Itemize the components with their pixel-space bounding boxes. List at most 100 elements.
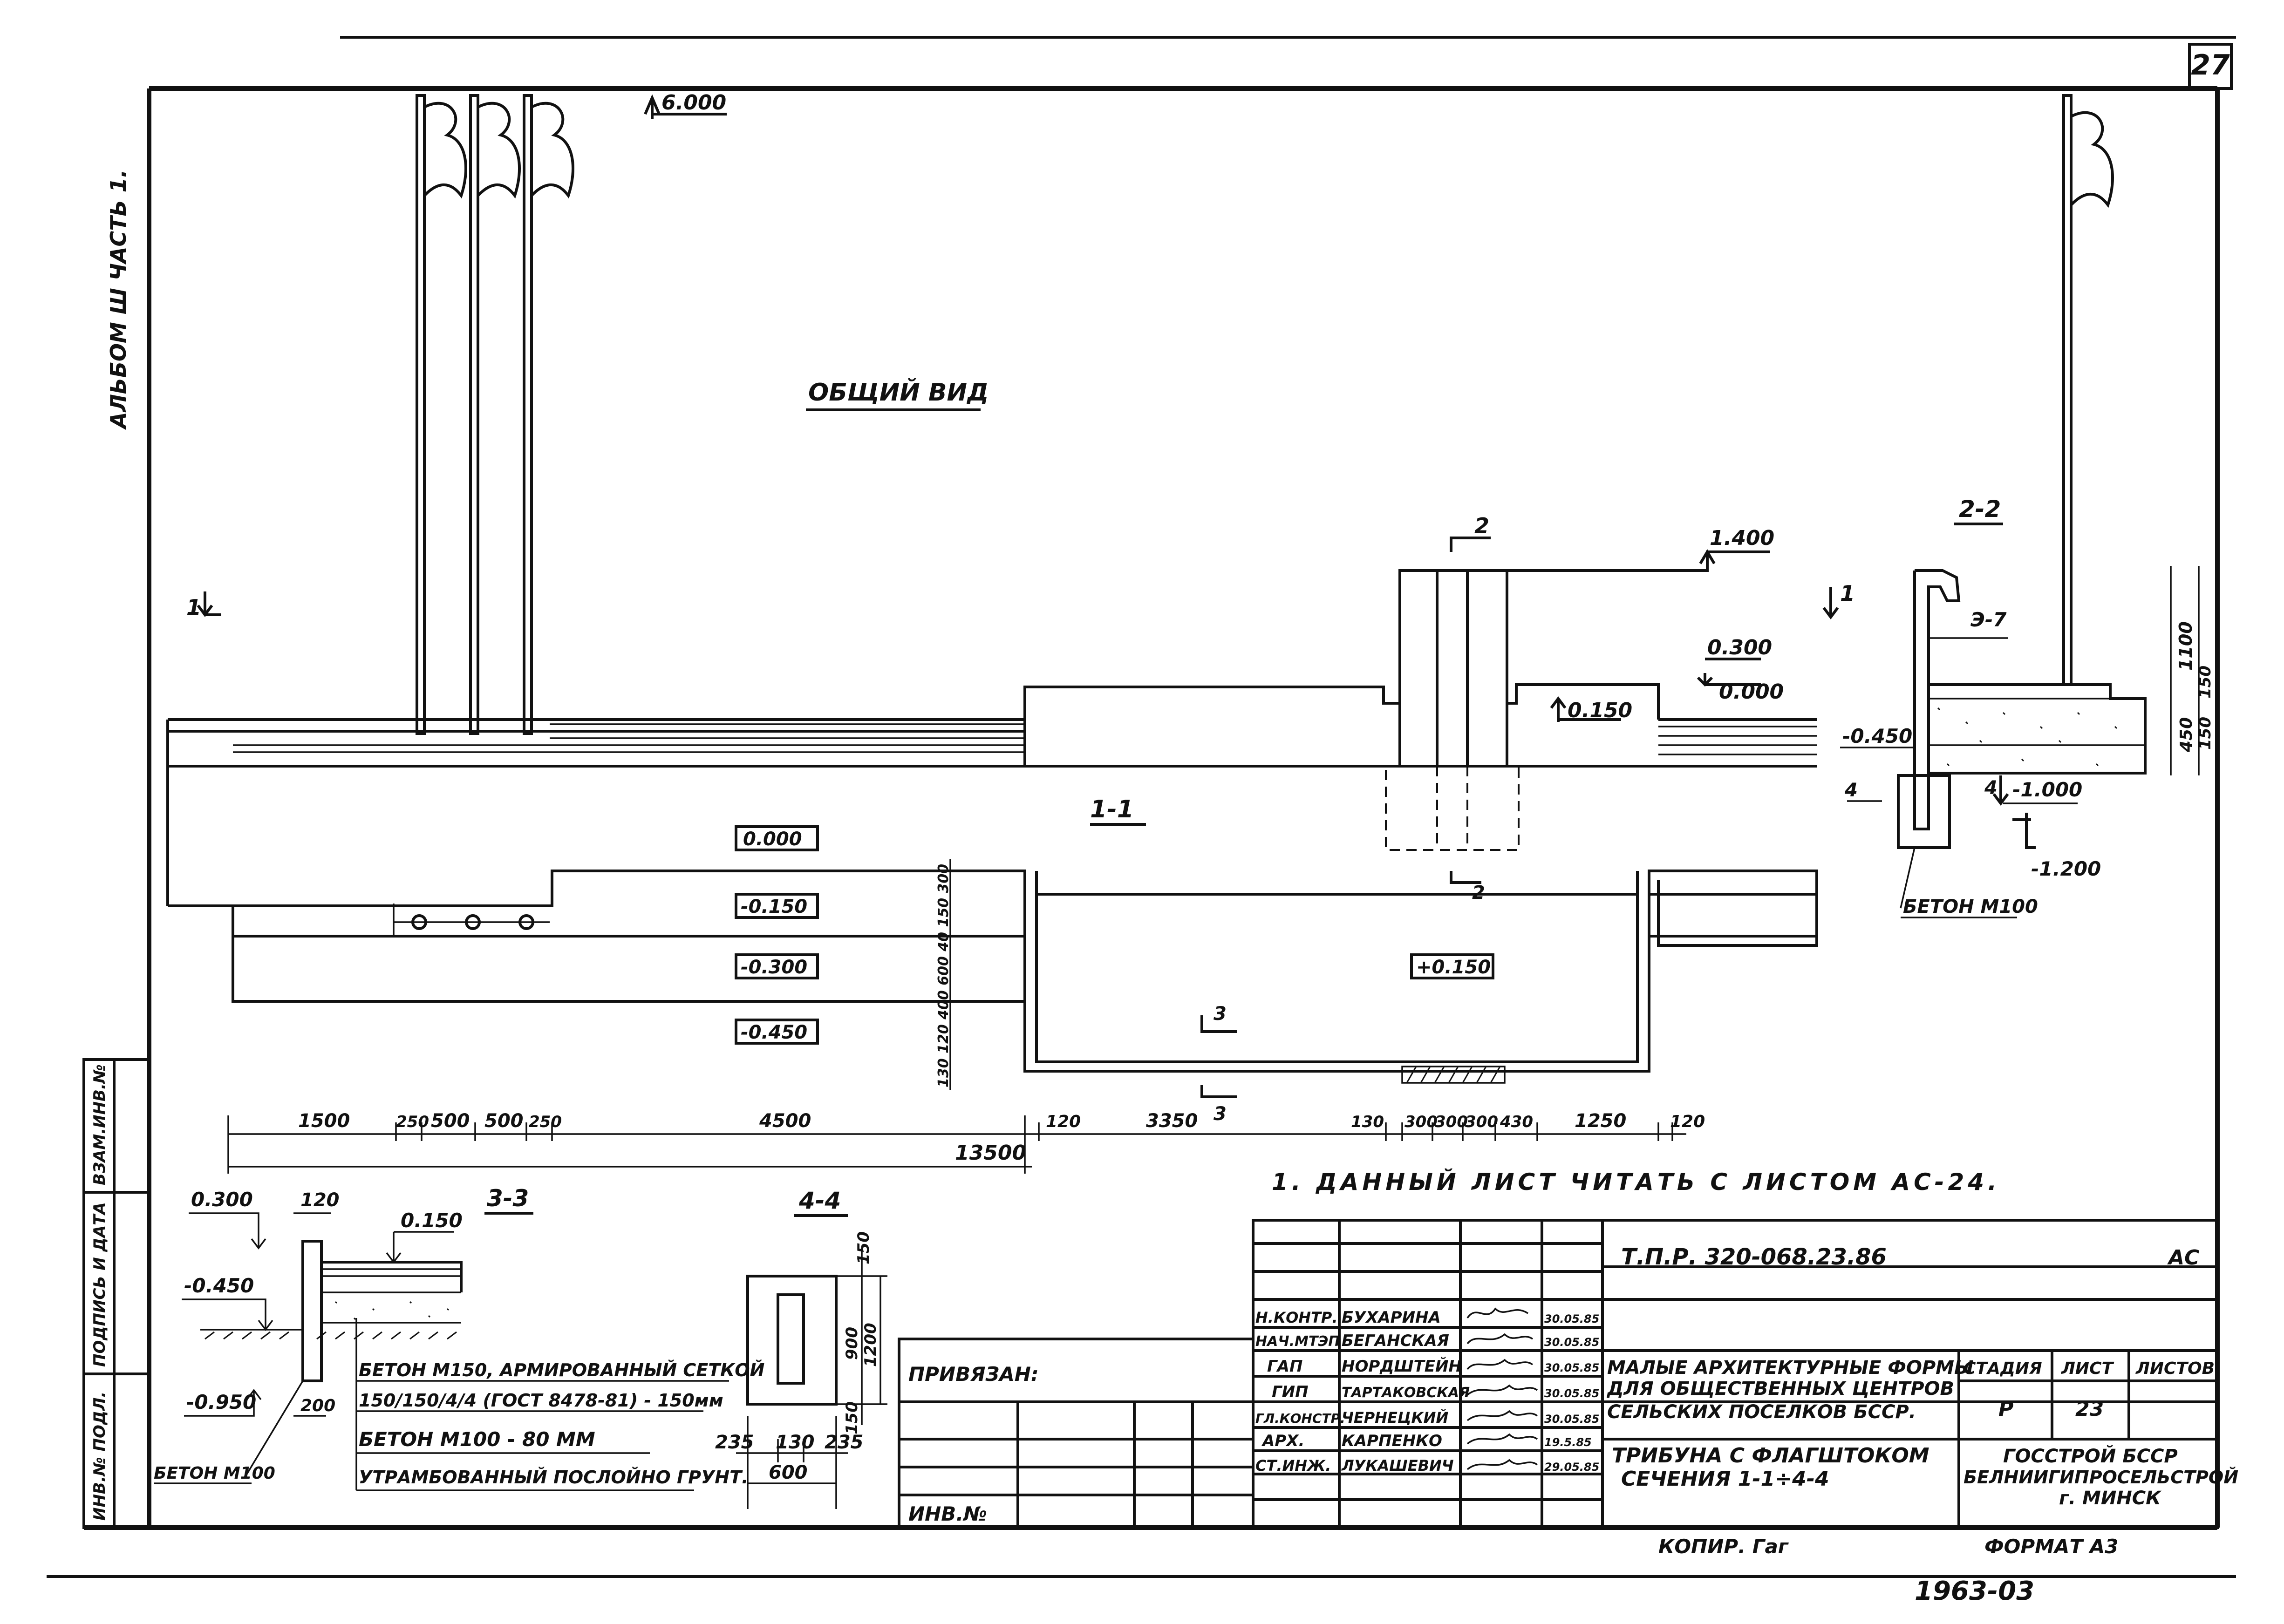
plan-level-0150: -0.150 — [741, 896, 807, 917]
org-line-3: г. МИНСК — [2059, 1488, 2162, 1509]
stage-value: Р — [1998, 1397, 2013, 1421]
section-mark-4b: 4 — [1984, 777, 1998, 799]
section-3-3-layer-1: БЕТОН М150, АРМИРОВАННЫЙ СЕТКОЙ — [359, 1360, 764, 1380]
page-number: 27 — [2191, 49, 2230, 82]
section-3-3-level-0450: -0.450 — [184, 1274, 254, 1297]
sig-name-4: ЧЕРНЕЦКИЙ — [1342, 1409, 1448, 1427]
section-3-3-concrete-left: БЕТОН М100 — [154, 1464, 275, 1483]
dim-300b: 300 — [1435, 1113, 1468, 1131]
section-3-3-drawing — [200, 1240, 463, 1382]
section-mark-2-top: 2 — [1474, 513, 1489, 538]
level-1400-label: 1.400 — [1710, 526, 1774, 550]
section-mark-3-top: 3 — [1214, 1003, 1227, 1025]
level-0000-label: 0.000 — [1719, 680, 1784, 704]
dim-120b: 120 — [1670, 1112, 1705, 1131]
flagpole-group — [416, 94, 574, 735]
section-4-4-dim-600: 600 — [769, 1462, 808, 1483]
section-4-4-dim-900: 900 — [843, 1327, 861, 1360]
sheet-note: 1. ДАННЫЙ ЛИСТ ЧИТАТЬ С ЛИСТОМ АС-24. — [1272, 1168, 2000, 1196]
section-3-3-title: 3-3 — [487, 1185, 529, 1212]
flagpole-right — [2062, 94, 2114, 686]
section-mark-2-bottom: 2 — [1472, 882, 1485, 904]
sig-role-0: Н.КОНТР. — [1255, 1309, 1338, 1326]
section-4-4-dim-150b: 150 — [843, 1401, 861, 1434]
sig-role-2: ГАП — [1267, 1357, 1302, 1376]
dim-500b: 500 — [484, 1110, 524, 1132]
sig-date-6: 29.05.85 — [1544, 1461, 1599, 1474]
section-3-3-level-0300: 0.300 — [191, 1188, 253, 1211]
sheet-title-line-1: ТРИБУНА С ФЛАГШТОКОМ — [1612, 1444, 1929, 1468]
sheet-frame — [47, 36, 2236, 1578]
plan-vertical-dims: 130 120 400 600 40 150 300 — [935, 864, 952, 1087]
copied-by: КОПИР. Гаг — [1658, 1535, 1789, 1558]
sig-name-6: ЛУКАШЕВИЧ — [1341, 1457, 1454, 1475]
plan-level-0000: 0.000 — [743, 829, 802, 850]
tribune-elevation — [166, 569, 1817, 851]
sig-date-1: 30.05.85 — [1544, 1336, 1599, 1349]
section-mark-3-bottom: 3 — [1214, 1103, 1227, 1125]
stamp-cell-signature-date: ПОДПИСЬ И ДАТА — [90, 1202, 109, 1367]
section-4-4-dim-235a: 235 — [715, 1432, 754, 1453]
sheets-header: ЛИСТОВ — [2135, 1359, 2215, 1378]
plan-1-1-title: 1-1 — [1090, 795, 1134, 823]
dim-1500: 1500 — [298, 1110, 350, 1132]
sig-role-4: ГЛ.КОНСТР. — [1255, 1411, 1345, 1426]
sig-date-2: 30.05.85 — [1544, 1361, 1599, 1374]
dim-300c: 300 — [1465, 1113, 1498, 1131]
title-block-grid — [898, 1219, 2219, 1529]
section-2-2-dim-150: 150 — [2196, 666, 2215, 699]
format-label: ФОРМАТ А3 — [1984, 1535, 2118, 1558]
left-stamp — [82, 1058, 150, 1529]
album-label: АЛЬБОМ Ш ЧАСТЬ 1. — [106, 170, 131, 430]
project-title-line-3: СЕЛЬСКИХ ПОСЕЛКОВ БССР. — [1607, 1401, 1916, 1423]
section-4-4-dim-130: 130 — [776, 1432, 815, 1453]
section-4-4-drawing — [736, 1248, 887, 1509]
stamp-cell-replaced-inv: ВЗАМ.ИНВ.№ — [90, 1064, 109, 1185]
section-3-3-layer-3: УТРАМБОВАННЫЙ ПОСЛОЙНО ГРУНТ. — [359, 1467, 748, 1488]
section-2-2-dim-450: 450 — [2177, 717, 2196, 753]
sig-name-2: НОРДШТЕЙН — [1342, 1357, 1462, 1376]
section-2-2-dim-150b: 150 — [2196, 717, 2215, 750]
bound-label: ПРИВЯЗАН: — [908, 1363, 1039, 1386]
dim-430: 430 — [1500, 1113, 1533, 1131]
sig-role-1: НАЧ.МТЭП — [1255, 1333, 1340, 1350]
section-2-2-element: Э-7 — [1970, 608, 2007, 631]
stage-header: СТАДИЯ — [1964, 1359, 2042, 1378]
plan-level-plus-0150: +0.150 — [1416, 957, 1491, 978]
sig-role-5: АРХ. — [1261, 1432, 1304, 1450]
plan-dimension-chain — [227, 1115, 1686, 1174]
sig-role-6: СТ.ИНЖ. — [1255, 1457, 1331, 1475]
stamp-cell-original-inv: ИНВ.№ ПОДЛ. — [90, 1392, 109, 1521]
dim-500a: 500 — [431, 1110, 470, 1132]
plan-1-1-outline — [166, 766, 1818, 1084]
section-3-3-layer-1b: 150/150/4/4 (ГОСТ 8478-81) - 150мм — [359, 1390, 723, 1411]
section-3-3-dim-200: 200 — [300, 1396, 335, 1415]
sig-date-4: 30.05.85 — [1544, 1413, 1599, 1426]
sheet-header: ЛИСТ — [2061, 1359, 2114, 1378]
general-view-title: ОБЩИЙ ВИД — [808, 378, 989, 407]
dim-130: 130 — [1351, 1113, 1384, 1131]
project-title-line-2: ДЛЯ ОБЩЕСТВЕННЫХ ЦЕНТРОВ — [1606, 1378, 1954, 1400]
sheet-title-line-2: СЕЧЕНИЯ 1-1÷4-4 — [1621, 1467, 1829, 1491]
dim-250b: 250 — [529, 1113, 562, 1131]
section-mark-4a: 4 — [1844, 780, 1858, 801]
dim-total-13500: 13500 — [955, 1141, 1026, 1165]
stage-code: АС — [2167, 1246, 2199, 1270]
section-2-2-level-0450: -0.450 — [1842, 725, 1912, 747]
section-2-2-level-1000: -1.000 — [2012, 778, 2082, 801]
section-2-2-level-1200: -1.200 — [2031, 857, 2101, 880]
section-2-2-concrete: БЕТОН М100 — [1903, 896, 2038, 917]
handwritten-signatures — [1466, 1307, 1538, 1470]
sig-date-3: 30.05.85 — [1544, 1387, 1599, 1400]
sheet-value: 23 — [2075, 1397, 2104, 1421]
level-0300-label: 0.300 — [1707, 636, 1772, 659]
dim-4500: 4500 — [759, 1110, 811, 1132]
sig-name-1: БЕГАНСКАЯ — [1342, 1332, 1449, 1350]
section-2-2-title: 2-2 — [1959, 496, 2001, 523]
section-mark-1-right: 1 — [1840, 581, 1855, 606]
section-4-4-dim-150: 150 — [854, 1231, 873, 1264]
section-4-4-dim-235b: 235 — [825, 1432, 864, 1453]
sig-date-0: 30.05.85 — [1544, 1312, 1599, 1325]
sig-name-5: КАРПЕНКО — [1342, 1432, 1442, 1450]
